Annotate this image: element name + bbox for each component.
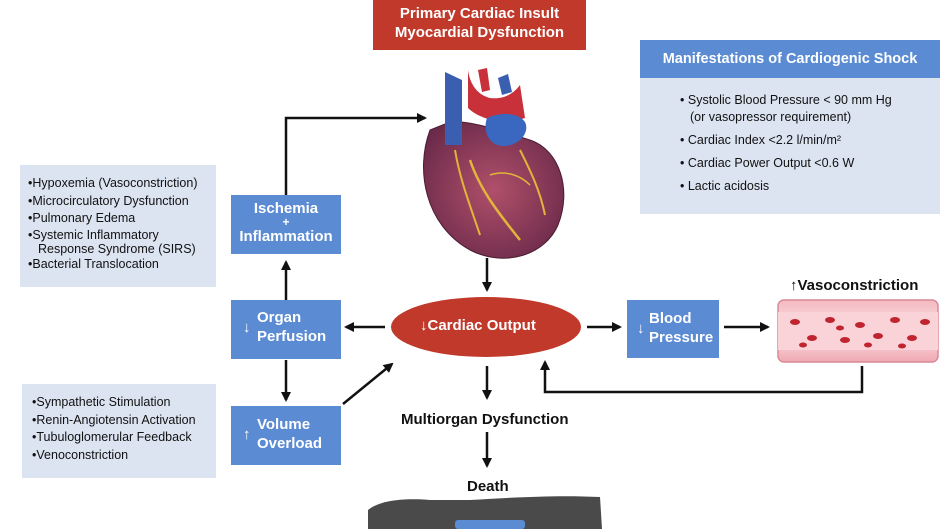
down-arrow-icon: ↓ bbox=[420, 317, 428, 334]
up-arrow-icon: ↑ bbox=[243, 426, 251, 443]
heart-illustration bbox=[423, 68, 565, 259]
manifestations-list: • Systolic Blood Pressure < 90 mm Hg (or… bbox=[640, 78, 940, 195]
overload-label: Overload bbox=[257, 435, 323, 452]
manifestations-panel: Manifestations of Cardiogenic Shock • Sy… bbox=[640, 40, 940, 214]
blood-label: Blood bbox=[649, 310, 692, 327]
flow-arrows bbox=[281, 113, 864, 468]
organ-perfusion-box: ↓ Organ Perfusion bbox=[231, 300, 341, 359]
compensatory-item: Venoconstriction bbox=[32, 447, 212, 465]
complication-item: Microcirculatory Dysfunction bbox=[28, 193, 212, 211]
patient-silhouette bbox=[368, 496, 602, 529]
organ-label: Organ bbox=[257, 309, 302, 326]
inflammation-label: Inflammation bbox=[239, 228, 333, 245]
cardiac-output-label: ↓Cardiac Output bbox=[420, 317, 536, 334]
manifestation-item: • Cardiac Power Output <0.6 W bbox=[680, 156, 855, 170]
compensatory-item: Tubuloglomerular Feedback bbox=[32, 429, 212, 447]
cardiac-output-ellipse bbox=[391, 297, 581, 357]
plus-label: + bbox=[282, 215, 290, 229]
compensatory-panel: Sympathetic Stimulation Renin-Angiotensi… bbox=[22, 384, 216, 478]
compensatory-item: Renin-Angiotensin Activation bbox=[32, 412, 212, 430]
multiorgan-dysfunction-label: Multiorgan Dysfunction bbox=[401, 411, 569, 428]
complication-item: Systemic Inflammatory Response Syndrome … bbox=[28, 228, 212, 256]
ischemia-inflammation-box: Ischemia + Inflammation bbox=[231, 195, 341, 254]
manifestations-header: Manifestations of Cardiogenic Shock bbox=[640, 40, 940, 78]
primary-insult-box: Primary Cardiac Insult Myocardial Dysfun… bbox=[373, 0, 586, 50]
compensatory-item: Sympathetic Stimulation bbox=[32, 394, 212, 412]
manifestation-item: • Lactic acidosis bbox=[680, 179, 770, 193]
complication-item: Hypoxemia (Vasoconstriction) bbox=[28, 175, 212, 193]
death-label: Death bbox=[467, 478, 509, 495]
primary-insult-line1: Primary Cardiac Insult bbox=[399, 5, 560, 22]
pressure-label: Pressure bbox=[649, 329, 714, 346]
blood-pressure-box: ↓ Blood Pressure bbox=[627, 300, 719, 358]
manifestation-item: • Systolic Blood Pressure < 90 mm Hg bbox=[680, 93, 892, 107]
down-arrow-icon: ↓ bbox=[243, 319, 251, 336]
vasoconstriction-label: ↑Vasoconstriction bbox=[790, 277, 919, 294]
manifestation-item: (or vasopressor requirement) bbox=[690, 110, 852, 124]
complications-panel: Hypoxemia (Vasoconstriction) Microcircul… bbox=[20, 165, 216, 287]
complication-item: Bacterial Translocation bbox=[28, 256, 212, 274]
blood-vessel-illustration bbox=[777, 299, 939, 363]
patient-bed bbox=[455, 520, 525, 529]
ischemia-label: Ischemia bbox=[253, 200, 319, 217]
perfusion-label: Perfusion bbox=[257, 328, 327, 345]
volume-label: Volume bbox=[257, 416, 311, 433]
complication-item: Pulmonary Edema bbox=[28, 210, 212, 228]
down-arrow-icon: ↓ bbox=[637, 320, 645, 337]
manifestation-item: • Cardiac Index <2.2 l/min/m² bbox=[680, 133, 842, 147]
primary-insult-line2: Myocardial Dysfunction bbox=[394, 24, 565, 41]
volume-overload-box: ↑ Volume Overload bbox=[231, 406, 341, 465]
up-arrow-icon: ↑ bbox=[790, 277, 798, 294]
